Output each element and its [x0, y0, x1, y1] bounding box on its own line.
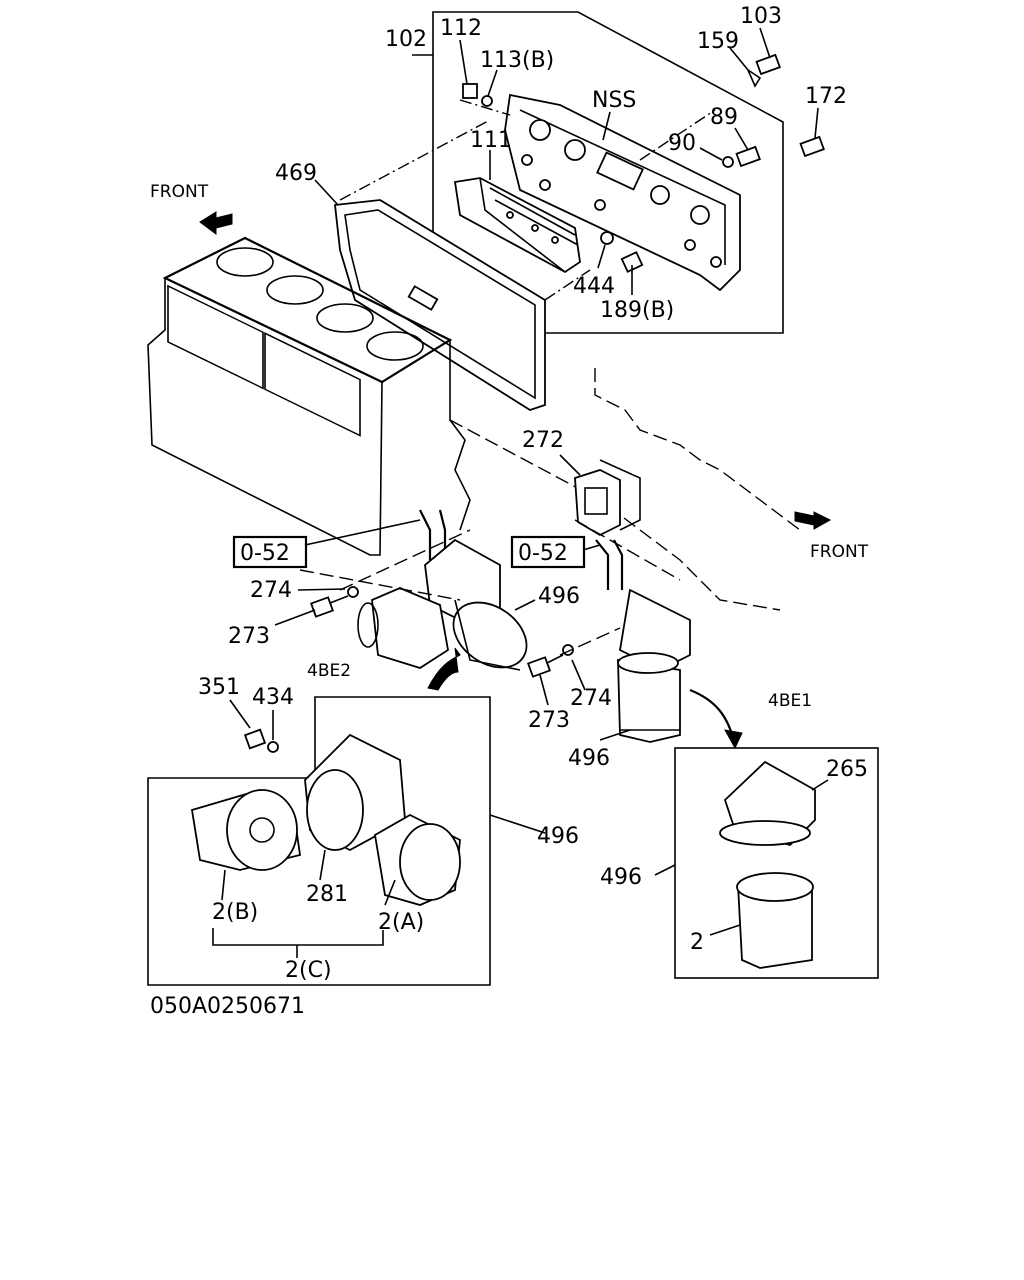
callout-496-right: 496: [568, 746, 610, 771]
callout-103: 103: [740, 4, 782, 29]
front-label-left: FRONT: [150, 182, 209, 202]
ref-box-left: 0-52: [240, 541, 290, 566]
bolt-273-right: [526, 654, 564, 678]
bolt-351: [243, 728, 267, 750]
bolt-112: [462, 83, 478, 99]
callout-496-box-left: 496: [537, 824, 579, 849]
engine-block: [147, 236, 471, 556]
washer-90: [722, 156, 734, 168]
filter-assembly-4be2: [357, 538, 528, 671]
callout-2: 2: [690, 930, 704, 955]
gasket-469: [334, 199, 546, 411]
detail-box-4be1: [654, 747, 879, 979]
filter-assembly-4be1: [617, 588, 691, 743]
callout-444: 444: [573, 274, 615, 299]
callout-434: 434: [252, 685, 294, 710]
washer-434: [267, 741, 279, 753]
callout-112: 112: [440, 16, 482, 41]
callout-265: 265: [826, 757, 868, 782]
callout-281: 281: [306, 882, 348, 907]
callout-189b: 189(B): [600, 298, 674, 323]
callout-172: 172: [805, 84, 847, 109]
bolt-273-left: [309, 595, 349, 618]
pipe-right: [595, 539, 610, 590]
callout-113b: 113(B): [480, 48, 554, 73]
plug-189b: [620, 251, 644, 273]
diagram-code: 050A0250671: [150, 994, 305, 1019]
ref-box-right: 0-52: [518, 541, 568, 566]
engine-right-outline: [449, 368, 801, 611]
variant-label-4be1: 4BE1: [768, 691, 812, 711]
callout-469: 469: [275, 161, 317, 186]
callout-273-left: 273: [228, 624, 270, 649]
leader-lines: [221, 27, 829, 936]
gasket-272: [574, 469, 621, 537]
front-arrow-left: [199, 211, 233, 235]
ref-box-right-frame: [510, 535, 586, 569]
callout-274-right: 274: [570, 686, 612, 711]
front-arrow-right: [794, 511, 832, 530]
callout-351: 351: [198, 675, 240, 700]
washer-113b: [481, 95, 493, 107]
callout-2c: 2(C): [285, 958, 332, 983]
washer-274-left: [347, 586, 359, 598]
callout-272: 272: [522, 428, 564, 453]
callout-159: 159: [697, 29, 739, 54]
callout-496-box-right: 496: [600, 865, 642, 890]
bolt-89: [735, 145, 761, 168]
callout-111: 111: [470, 128, 512, 153]
callout-273-right: 273: [528, 708, 570, 733]
callout-nss: NSS: [592, 88, 636, 113]
pipe-left: [419, 509, 432, 560]
bolt-103: [755, 53, 781, 76]
curve-arrow-right: [689, 688, 743, 750]
bolt-172: [799, 135, 825, 158]
o-ring-444: [600, 231, 614, 245]
curve-arrow-left: [427, 647, 461, 691]
callout-90: 90: [668, 131, 696, 156]
callout-2a: 2(A): [378, 910, 424, 935]
clip-159: [746, 67, 762, 88]
ref-box-left-frame: [232, 535, 308, 569]
callout-274-left: 274: [250, 578, 292, 603]
callout-102: 102: [385, 27, 427, 52]
front-label-right: FRONT: [810, 542, 869, 562]
detail-box-4be2: [147, 696, 546, 986]
callout-2b: 2(B): [212, 900, 258, 925]
oil-cooler-element: [453, 177, 581, 274]
oil-cooler-cover: [504, 93, 741, 292]
callout-496-left: 496: [538, 584, 580, 609]
callout-89: 89: [710, 105, 738, 130]
variant-label-4be2: 4BE2: [307, 661, 351, 681]
